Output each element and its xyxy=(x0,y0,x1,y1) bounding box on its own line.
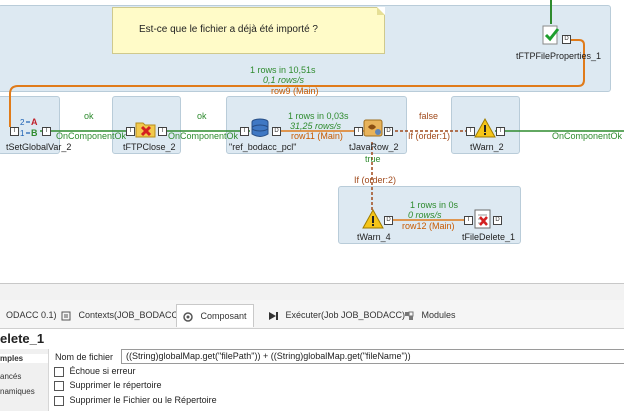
file-name-label: Nom de fichier xyxy=(55,352,114,362)
checkbox-delete-directory[interactable]: Supprimer le répertoire xyxy=(54,380,162,391)
warning-icon[interactable] xyxy=(474,117,496,139)
oncomponentok-label-3[interactable]: OnComponentOk xyxy=(552,131,623,141)
row9-stats-rate: 0,1 rows/s xyxy=(263,75,305,85)
panel-divider[interactable] xyxy=(0,283,624,284)
component-icon xyxy=(183,311,193,322)
warn4-out-port[interactable]: D xyxy=(384,216,393,225)
file-name-input[interactable]: ((String)globalMap.get("filePath")) + ((… xyxy=(121,349,624,364)
nav-basic-settings[interactable]: mples xyxy=(0,354,48,363)
warn2-in-port[interactable]: T xyxy=(466,127,475,136)
tab-modules[interactable]: Modules xyxy=(398,304,462,326)
row9-stats-time: 1 rows in 10,51s xyxy=(250,65,316,75)
tab-executer[interactable]: Exécuter(Job JOB_BODACC) xyxy=(262,304,411,326)
tab-job-partial-label: ODACC 0.1) xyxy=(6,310,57,320)
component-title: elete_1 xyxy=(0,331,45,346)
checkbox-delete-file-or-directory-box[interactable] xyxy=(54,395,64,406)
ftpclose-in-port[interactable]: T xyxy=(126,127,135,136)
component-form: Nom de fichier ((String)globalMap.get("f… xyxy=(52,349,624,411)
note-text: Est-ce que le fichier a déjà été importé… xyxy=(139,24,318,35)
row11-stats-rate: 31,25 rows/s xyxy=(290,121,342,131)
row12-stats-time: 1 rows in 0s xyxy=(410,200,459,210)
warn2-out-port[interactable]: T xyxy=(496,127,505,136)
nav-dynamic-settings-label: namiques xyxy=(0,387,35,396)
if-order1-label[interactable]: If (order:1) xyxy=(408,131,451,141)
svg-text:B: B xyxy=(31,128,38,138)
setglobalvar-out-port[interactable]: T xyxy=(42,127,51,136)
status-bar xyxy=(0,284,624,301)
warn2-label: tWarn_2 xyxy=(470,142,504,152)
svg-text:2: 2 xyxy=(20,118,25,127)
ftpclose-out-port[interactable]: T xyxy=(158,127,167,136)
row12-link-label[interactable]: row12 (Main) xyxy=(402,221,455,231)
connections-layer xyxy=(9,0,624,223)
file-delete-icon[interactable] xyxy=(472,208,494,230)
filedelete-label: tFileDelete_1 xyxy=(462,232,516,242)
javarow-in-port[interactable]: T xyxy=(354,127,363,136)
ref-bodacc-out-port[interactable]: D xyxy=(272,127,281,136)
nav-advanced-settings-label: ancés xyxy=(0,372,22,381)
tab-contexts-label: Contexts(JOB_BODACC) xyxy=(78,310,182,320)
oncomponentok-label-1[interactable]: OnComponentOk xyxy=(56,131,127,141)
if-order2-label[interactable]: If (order:2) xyxy=(354,175,397,185)
setglobalvar-label: tSetGlobalVar_2 xyxy=(6,142,72,152)
ok-label-1: ok xyxy=(84,111,94,121)
warn4-label: tWarn_4 xyxy=(357,232,391,242)
filedelete-out-port[interactable]: D xyxy=(493,216,502,225)
note-fold xyxy=(377,7,385,15)
javarow-out-port[interactable]: D xyxy=(384,127,393,136)
svg-text:A: A xyxy=(31,117,38,127)
bottom-tab-bar: ODACC 0.1) Contexts(JOB_BODACC) Composan… xyxy=(0,300,624,329)
checkbox-delete-file-or-directory[interactable]: Supprimer le Fichier ou le Répertoire xyxy=(54,395,217,406)
modules-icon xyxy=(405,311,414,320)
sticky-note[interactable]: Est-ce que le fichier a déjà été importé… xyxy=(112,7,385,54)
checkbox-fail-on-error-box[interactable] xyxy=(54,366,64,377)
checkbox-fail-on-error-label: Échoue si erreur xyxy=(69,366,136,376)
ftp-close-icon[interactable] xyxy=(135,117,157,139)
java-row-icon[interactable] xyxy=(362,117,384,139)
component-title-bar: elete_1 xyxy=(0,329,624,349)
ref-bodacc-label: "ref_bodacc_pcl" xyxy=(229,142,297,152)
true-label: true xyxy=(365,154,381,164)
tab-composant[interactable]: Composant xyxy=(176,304,254,327)
ftp-properties-icon[interactable] xyxy=(540,24,562,46)
setglobalvar-in-port[interactable]: T xyxy=(10,127,19,136)
ftp-properties-label: tFTPFileProperties_1 xyxy=(516,51,602,61)
file-name-value: ((String)globalMap.get("filePath")) + ((… xyxy=(126,351,411,361)
oncomponentok-label-2[interactable]: OnComponentOk xyxy=(168,131,239,141)
row11-stats-time: 1 rows in 0,03s xyxy=(288,111,349,121)
nav-advanced-settings[interactable]: ancés xyxy=(0,372,21,381)
job-designer-canvas[interactable]: Est-ce que le fichier a déjà été importé… xyxy=(0,0,624,283)
checkbox-delete-directory-box[interactable] xyxy=(54,380,64,391)
database-input-icon[interactable] xyxy=(250,117,272,139)
javarow-label: tJavaRow_2 xyxy=(349,142,399,152)
set-global-var-icon[interactable]: 2 A 1 B xyxy=(19,116,41,138)
nav-basic-settings-label: mples xyxy=(0,354,24,363)
ftpclose-label: tFTPClose_2 xyxy=(123,142,176,152)
ftp-properties-port[interactable]: D xyxy=(562,35,571,44)
tab-composant-label: Composant xyxy=(200,311,247,321)
tab-executer-label: Exécuter(Job JOB_BODACC) xyxy=(285,310,406,320)
checkbox-delete-directory-label: Supprimer le répertoire xyxy=(69,380,162,390)
ok-label-2: ok xyxy=(197,111,207,121)
nav-dynamic-settings[interactable]: namiques xyxy=(0,387,35,396)
filedelete-in-port[interactable]: T xyxy=(464,216,473,225)
ref-bodacc-in-port[interactable]: T xyxy=(240,127,249,136)
svg-text:1: 1 xyxy=(20,129,25,138)
false-label: false xyxy=(419,111,439,121)
row12-stats-rate: 0 rows/s xyxy=(408,210,442,220)
tab-contexts[interactable]: Contexts(JOB_BODACC) xyxy=(55,304,187,326)
run-icon xyxy=(269,311,278,320)
row9-link-label[interactable]: row9 (Main) xyxy=(271,86,319,96)
tab-modules-label: Modules xyxy=(421,310,456,320)
contexts-icon xyxy=(61,311,71,321)
checkbox-delete-file-or-directory-label: Supprimer le Fichier ou le Répertoire xyxy=(69,395,217,405)
row11-link-label[interactable]: row11 (Main) xyxy=(291,131,343,141)
tab-job-partial[interactable]: ODACC 0.1) xyxy=(0,304,63,326)
checkbox-fail-on-error[interactable]: Échoue si erreur xyxy=(54,366,136,377)
settings-nav: mples ancés namiques xyxy=(0,349,49,411)
warning-icon[interactable] xyxy=(362,208,384,230)
